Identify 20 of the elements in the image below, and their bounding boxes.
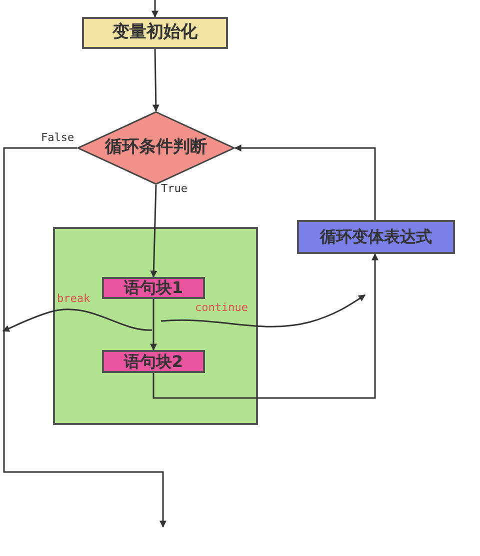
arrow — [3, 147, 166, 528]
edge-label: break — [56, 293, 92, 304]
arrow — [150, 184, 158, 278]
edge-label: True — [160, 183, 188, 194]
arrow — [152, 48, 160, 112]
statement-box: 语句块1 — [102, 277, 205, 299]
decision-diamond — [77, 111, 235, 185]
edge-label: False — [40, 132, 76, 143]
edge-label: continue — [194, 302, 249, 313]
process-box: 循环变体表达式 — [297, 220, 455, 254]
arrow — [150, 299, 157, 351]
arrow — [2, 308, 152, 332]
arrow — [234, 144, 376, 220]
arrow — [152, 0, 158, 18]
statement-box: 语句块2 — [102, 350, 205, 373]
arrow — [152, 253, 378, 399]
loop-body-box — [53, 227, 258, 425]
arrow — [160, 294, 366, 328]
process-box: 变量初始化 — [82, 17, 228, 49]
node-label: 循环条件判断 — [105, 136, 207, 160]
